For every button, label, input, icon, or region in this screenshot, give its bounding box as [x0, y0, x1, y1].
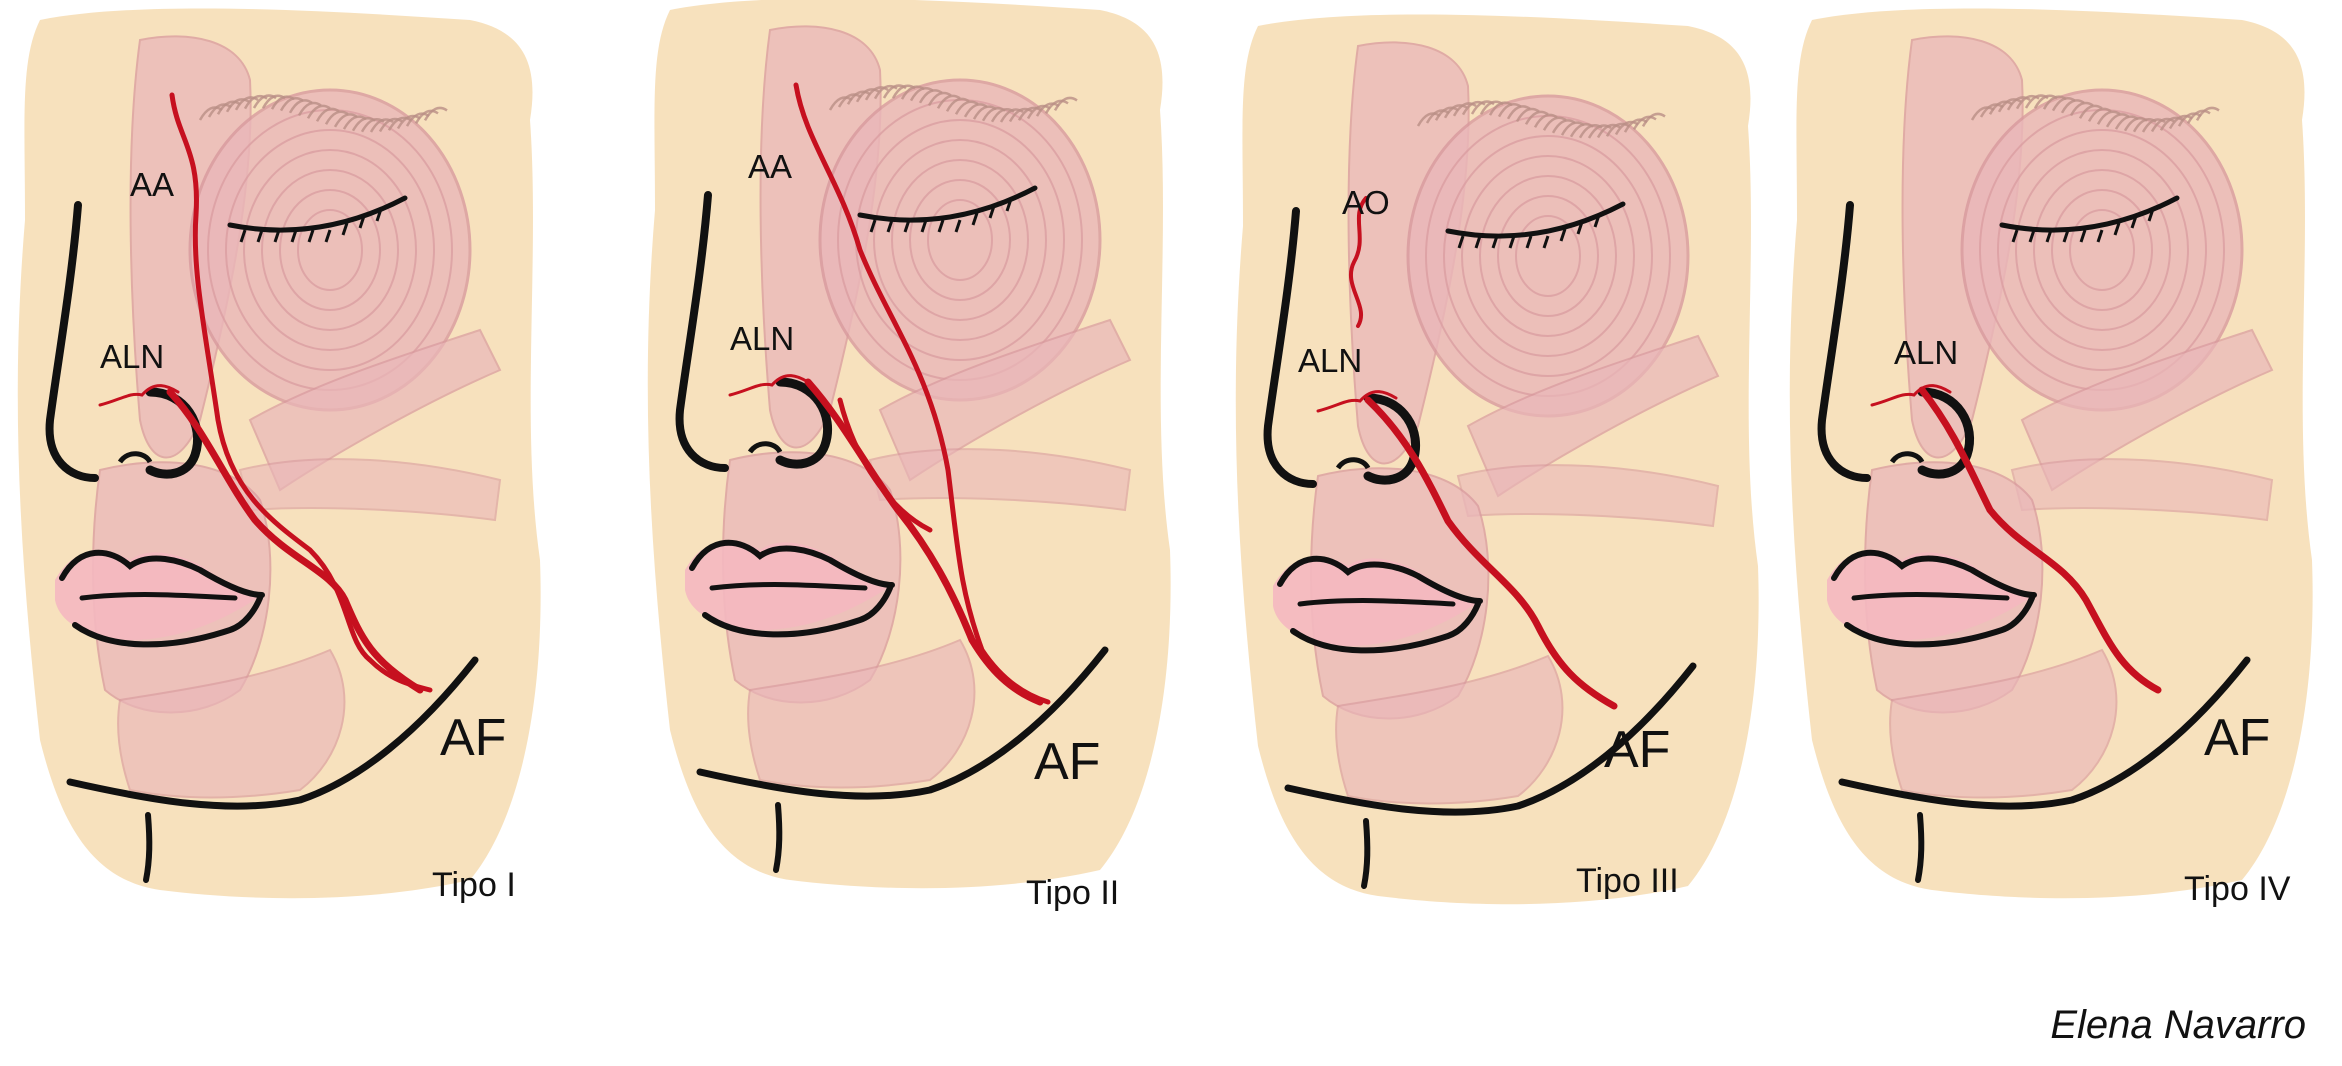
face-group	[1236, 14, 1759, 904]
type-label: Tipo II	[1026, 876, 1119, 910]
label-upper-artery: AO	[1342, 186, 1390, 219]
label-upper-artery: AA	[748, 150, 792, 183]
neck-line	[1364, 821, 1367, 886]
label-nasal-artery: ALN	[100, 340, 164, 373]
face-illustration-tipo-4	[1742, 0, 2327, 930]
neck-line	[1918, 815, 1921, 880]
label-nasal-artery: ALN	[1298, 344, 1362, 377]
panel-tipo-4: ALN AF Tipo IV	[1742, 0, 2327, 930]
face-illustration-tipo-1	[0, 0, 585, 930]
label-facial-artery: AF	[1034, 736, 1100, 788]
face-illustration-tipo-3	[1212, 0, 1797, 930]
type-label: Tipo I	[432, 868, 516, 902]
face-illustration-tipo-2	[620, 0, 1205, 930]
label-facial-artery: AF	[2204, 712, 2270, 764]
panel-tipo-1: AA ALN AF Tipo I	[0, 0, 585, 930]
type-label: Tipo IV	[2184, 872, 2290, 906]
label-facial-artery: AF	[1604, 724, 1670, 776]
label-nasal-artery: ALN	[1894, 336, 1958, 369]
label-upper-artery: AA	[130, 168, 174, 201]
label-facial-artery: AF	[440, 712, 506, 764]
panel-tipo-2: AA ALN AF Tipo II	[620, 0, 1205, 930]
panel-tipo-3: AO ALN AF Tipo III	[1212, 0, 1797, 930]
label-nasal-artery: ALN	[730, 322, 794, 355]
type-label: Tipo III	[1576, 864, 1679, 898]
artist-signature: Elena Navarro	[2050, 1003, 2306, 1048]
neck-line	[146, 815, 149, 880]
neck-line	[776, 805, 779, 870]
